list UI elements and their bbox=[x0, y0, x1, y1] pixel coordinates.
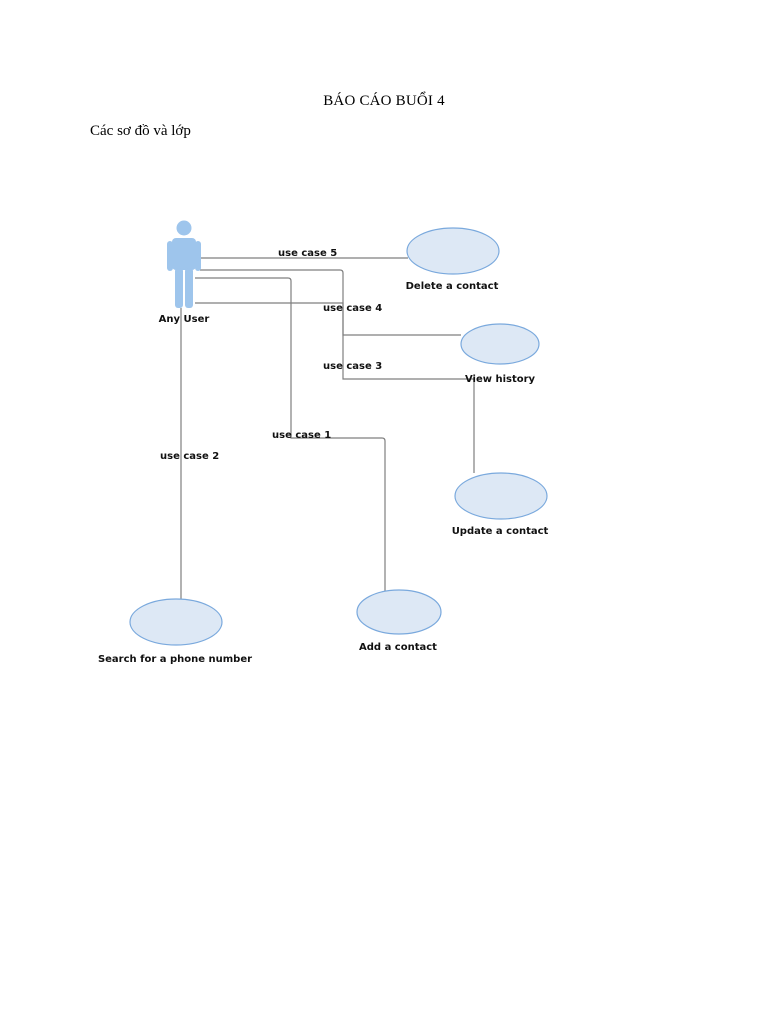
edge-label-use-case-5: use case 5 bbox=[278, 248, 337, 259]
connector-use-case-4 bbox=[200, 269, 461, 336]
use-case-history[interactable] bbox=[460, 323, 540, 365]
edge-label-use-case-3: use case 3 bbox=[323, 361, 382, 372]
use-case-delete[interactable] bbox=[406, 227, 500, 275]
edge-label-use-case-1: use case 1 bbox=[272, 430, 331, 441]
document-subtitle: Các sơ đồ và lớp bbox=[90, 123, 191, 139]
actor-label: Any User bbox=[159, 314, 210, 325]
connectors bbox=[180, 257, 475, 599]
use-case-search[interactable] bbox=[129, 598, 223, 646]
use-case-label-update: Update a contact bbox=[452, 526, 549, 537]
edge-label-use-case-4: use case 4 bbox=[323, 303, 382, 314]
use-case-add[interactable] bbox=[356, 589, 442, 635]
connector-use-case-1 bbox=[195, 277, 386, 591]
edge-label-use-case-2: use case 2 bbox=[160, 451, 219, 462]
use-case-label-delete: Delete a contact bbox=[406, 281, 499, 292]
use-case-label-search: Search for a phone number bbox=[98, 654, 252, 665]
use-case-update[interactable] bbox=[454, 472, 548, 520]
use-case-label-history: View history bbox=[465, 374, 536, 385]
connector-use-case-3 bbox=[195, 302, 475, 473]
document-title: BÁO CÁO BUỔI 4 bbox=[323, 93, 445, 109]
user-actor-icon[interactable] bbox=[167, 220, 201, 309]
use-case-label-add: Add a contact bbox=[359, 642, 437, 653]
